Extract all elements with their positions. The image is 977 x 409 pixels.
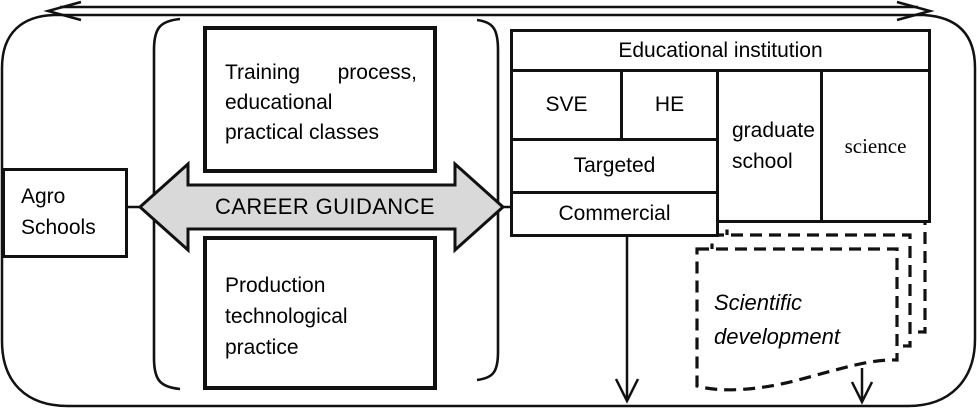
down-arrow-commercial [614,237,640,404]
right-arrowhead-icon [896,0,935,22]
agro-schools-line2: Schools [21,216,96,239]
targeted-cell: Targeted [510,138,719,194]
career-guidance-label: CAREER GUIDANCE [215,194,435,219]
document-stack [695,219,927,392]
left-arrowhead-icon [43,0,82,22]
production-line1: Production [225,274,326,297]
training-line1: Training process, [225,58,417,88]
training-line2: educational [225,91,333,114]
science-cell: science [820,69,931,223]
training-word2: process, [337,61,417,84]
frame-border [0,13,977,408]
edu-header-cell: Educational institution [510,29,931,72]
down-arrow-science [850,368,874,405]
graduate-school-cell: graduate school [716,69,823,223]
graduate-school-lines: graduate school [732,115,815,177]
graduate-line2: school [732,150,793,173]
graduate-line1: graduate [732,119,815,142]
scientific-line1: Scientific [714,290,803,315]
scientific-development-label: Scientific development [714,286,889,354]
training-line3: practical classes [225,121,380,144]
doc-front [695,247,899,392]
training-box: Training process, educational practical … [203,26,437,173]
production-line3: practice [225,336,299,359]
commercial-cell: Commercial [510,191,719,237]
career-guidance-arrow [137,160,506,254]
agro-schools-line1: Agro [21,185,66,208]
agro-schools-box: Agro Schools [2,168,128,258]
scientific-line2: development [714,324,840,349]
sve-cell: SVE [510,69,623,141]
training-word1: Training [225,61,301,84]
production-box: Production technological practice [203,236,437,390]
production-line2: technological [225,305,348,328]
he-cell: HE [620,69,719,141]
